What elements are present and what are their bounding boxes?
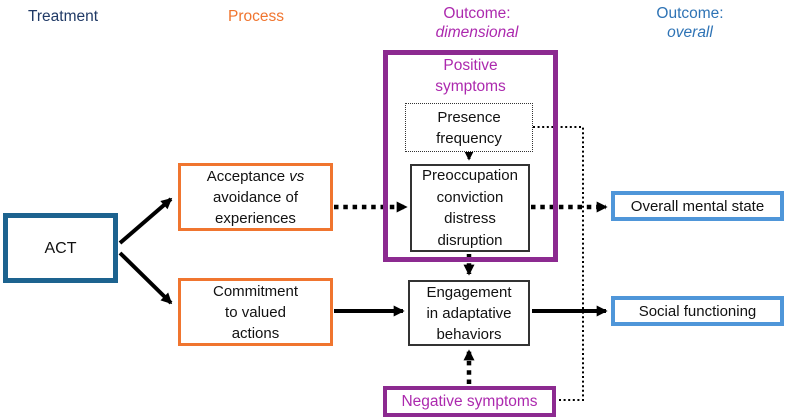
commitment-box: Commitment to valued actions	[178, 278, 333, 346]
column-header-process: Process	[228, 8, 284, 25]
preoccupation-box: Preoccupation conviction distress disrup…	[410, 164, 530, 252]
column-header-outcome-dimensional: Outcome: dimensional	[436, 4, 519, 42]
presence-frequency-box: Presence frequency	[405, 103, 533, 152]
positive-symptoms-label: Positive symptoms	[435, 57, 506, 95]
dotted-line-presence-negative-to-overall	[533, 126, 584, 401]
column-header-treatment: Treatment	[27, 8, 99, 25]
column-header-outcome-overall: Outcome: overall	[656, 4, 723, 42]
outcome-overall-sublabel: overall	[667, 24, 713, 41]
negative-symptoms-box: Negative symptoms	[383, 386, 556, 417]
outcome-overall-label: Outcome:	[656, 5, 724, 22]
overall-mental-state-box: Overall mental state	[611, 191, 784, 221]
outcome-dimensional-sublabel: dimensional	[435, 24, 519, 41]
outcome-dimensional-label: Outcome:	[443, 5, 511, 22]
arrow-act-to-commitment	[118, 251, 173, 305]
arrow-act-to-acceptance	[118, 197, 173, 245]
engagement-box: Engagement in adaptative behaviors	[408, 280, 530, 346]
positive-symptoms-container	[383, 50, 558, 262]
social-functioning-box: Social functioning	[611, 296, 784, 326]
act-box: ACT	[3, 213, 118, 283]
